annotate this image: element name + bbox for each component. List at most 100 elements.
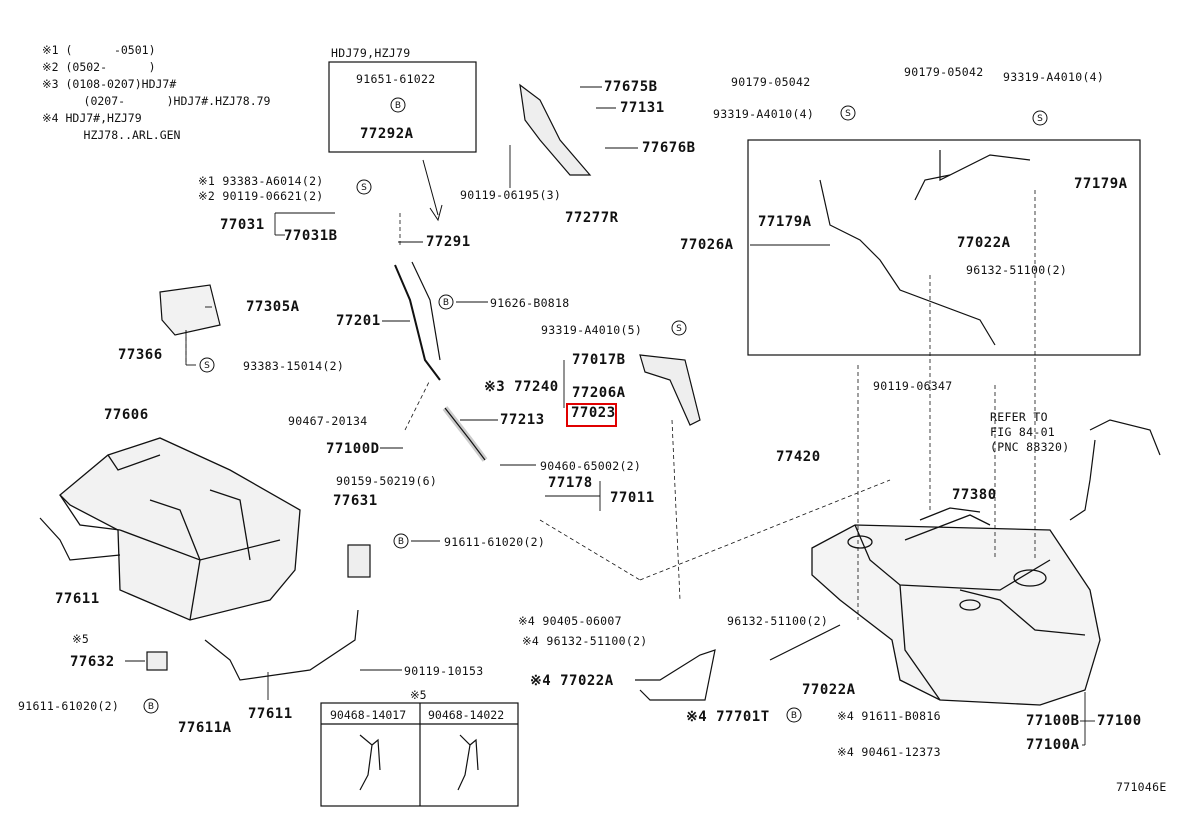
part-label[interactable]: 77305A [246,299,300,315]
part-label[interactable]: 91611-61020(2) [444,535,546,549]
part-label[interactable]: 77022A [957,235,1011,251]
inset-part: 91651-61022 [356,72,436,86]
part-label[interactable]: 77179A [758,214,812,230]
part-label[interactable]: 77011 [610,490,655,506]
part-label[interactable]: 90179-05042 [731,75,811,89]
inset-frame [328,61,477,153]
part-label[interactable]: 90159-50219(6) [336,474,438,488]
part-label[interactable]: 77675B [604,79,658,95]
part-label[interactable]: ※5 [72,632,90,646]
part-label[interactable]: ※4 77022A [530,673,614,689]
part-label[interactable]: 77017B [572,352,626,368]
clip-right-part[interactable]: 90468-14022 [428,708,505,722]
part-label[interactable]: 90179-05042 [904,65,984,79]
part-label[interactable]: 96132-51100(2) [727,614,829,628]
part-label[interactable]: ※1 93383-A6014(2) [198,174,324,188]
part-label[interactable]: 93319-A4010(4) [713,107,815,121]
part-label[interactable]: 77277R [565,210,619,226]
svg-text:S: S [204,361,210,371]
part-label[interactable]: 93319-A4010(4) [1003,70,1105,84]
strap-right [204,609,359,681]
part-label[interactable]: 77179A [1074,176,1128,192]
part-label[interactable]: ※4 96132-51100(2) [522,634,648,648]
part-label[interactable]: 77131 [620,100,665,116]
part-label[interactable]: 77213 [500,412,545,428]
part-label[interactable]: 77100 [1097,713,1142,729]
note-1: ※1 ( -0501) [42,43,156,57]
svg-text:S: S [676,324,682,334]
part-label[interactable]: ※4 90461-12373 [837,745,941,759]
refer-note-line2: FIG 84-01 [990,425,1056,439]
part-label[interactable]: ※2 90119-06621(2) [198,189,324,203]
refer-note-line1: REFER TO [990,410,1048,424]
part-label[interactable]: 77031 [220,217,265,233]
part-label[interactable]: ※4 91611-B0816 [837,709,941,723]
part-label[interactable]: 77611 [248,706,293,722]
clip-left-part[interactable]: 90468-14017 [330,708,407,722]
part-label[interactable]: 77420 [776,449,821,465]
dashed-guides [185,190,1036,620]
pipe-inset-frame [747,139,1141,356]
part-label[interactable]: 77611 [55,591,100,607]
part-label[interactable]: 77606 [104,407,149,423]
part-label[interactable]: 96132-51100(2) [966,263,1068,277]
part-label[interactable]: 90119-06195(3) [460,188,562,202]
part-label[interactable]: 77100D [326,441,380,457]
part-label-highlighted[interactable]: 77023 [571,405,616,421]
note-6: HZJ78..ARL.GEN [42,128,181,142]
part-77632 [146,651,168,671]
svg-text:S: S [1037,114,1043,124]
bubble-letters: B S B S S B B S S B [148,101,1043,721]
part-label[interactable]: 77631 [333,493,378,509]
part-label[interactable]: 77031B [284,228,338,244]
hose-77022A-left [635,649,716,701]
inset-label[interactable]: 77292A [360,126,414,142]
inset-title: HDJ79,HZJ79 [331,46,411,60]
part-label[interactable]: 91626-B0818 [490,296,570,310]
part-label[interactable]: 77366 [118,347,163,363]
clip-left-drawing [359,734,381,791]
part-label[interactable]: ※4 77701T [686,709,770,725]
svg-text:S: S [361,183,367,193]
part-label[interactable]: 93319-A4010(5) [541,323,643,337]
part-label[interactable]: 77201 [336,313,381,329]
part-label[interactable]: 90467-20134 [288,414,368,428]
bracket-77277R [519,83,592,176]
note-5: ※4 HDJ7#,HZJ79 [42,111,142,125]
svg-text:B: B [148,702,154,712]
part-label[interactable]: ※3 77240 [484,379,559,395]
part-label[interactable]: 77100A [1026,737,1080,753]
part-label[interactable]: 90119-10153 [404,664,484,678]
skid-plate [59,437,301,621]
part-label[interactable]: 77206A [572,385,626,401]
part-label[interactable]: 77178 [548,475,593,491]
part-label[interactable]: 91611-61020(2) [18,699,120,713]
cover-77305A [159,284,221,336]
part-label[interactable]: 93383-15014(2) [243,359,345,373]
part-label[interactable]: ※4 90405-06007 [518,614,622,628]
bracket-77240 [639,354,701,426]
note-2: ※2 (0502- ) [42,60,156,74]
pipe-77026A [819,179,996,346]
figure-code: 771046E [1116,780,1167,794]
part-label[interactable]: 77291 [426,234,471,250]
part-label[interactable]: 77026A [680,237,734,253]
leader-lines [125,86,1095,746]
note-4: (0207- )HDJ7#.HZJ78.79 [42,94,271,108]
svg-text:B: B [395,101,401,111]
svg-text:S: S [845,109,851,119]
part-label[interactable]: 90460-65002(2) [540,459,642,473]
inset-arrow [422,159,443,222]
part-label[interactable]: 77100B [1026,713,1080,729]
part-label[interactable]: 77022A [802,682,856,698]
part-label[interactable]: 77632 [70,654,115,670]
part-label[interactable]: 77611A [178,720,232,736]
callout-bubbles [143,97,1048,723]
part-label[interactable]: 77380 [952,487,997,503]
highlight-box [566,403,617,427]
part-label[interactable]: 90119-06347 [873,379,953,393]
clip-box-title: ※5 [410,688,427,702]
part-label[interactable]: 77676B [642,140,696,156]
